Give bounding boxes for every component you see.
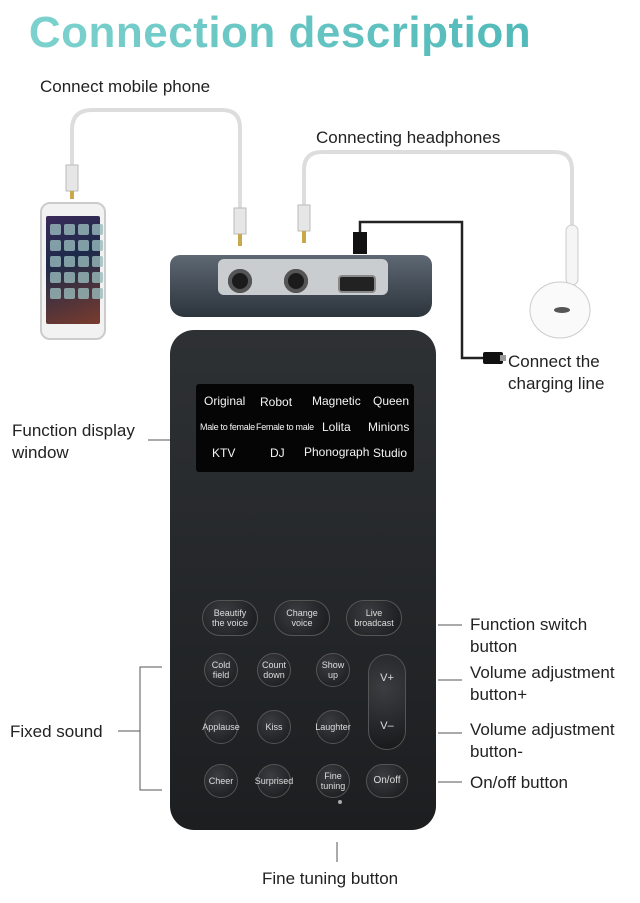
- volume-up-button[interactable]: V+: [369, 673, 405, 683]
- mobile-phone-image: [40, 202, 106, 340]
- surprised-button[interactable]: Surprised: [257, 764, 291, 798]
- headphone-jack: [284, 269, 308, 293]
- indicator-dot: [338, 800, 342, 804]
- mode-minions: Minions: [368, 420, 409, 434]
- mode-ktv: KTV: [212, 446, 235, 460]
- volume-rocker[interactable]: V+ V–: [368, 654, 406, 750]
- label-fine-tuning: Fine tuning button: [262, 868, 398, 890]
- mode-robot: Robot: [260, 395, 292, 409]
- mode-dj: DJ: [270, 446, 285, 460]
- phone-jack: [228, 269, 252, 293]
- applause-button[interactable]: Applause: [204, 710, 238, 744]
- label-connecting-headphones: Connecting headphones: [316, 127, 500, 149]
- mode-phonograph: Phonograph: [304, 445, 369, 459]
- on-off-button[interactable]: On/off: [366, 764, 408, 798]
- mode-magnetic: Magnetic: [312, 394, 361, 408]
- laughter-button[interactable]: Laughter: [316, 710, 350, 744]
- mode-studio: Studio: [373, 446, 407, 460]
- volume-down-button[interactable]: V–: [369, 721, 405, 731]
- label-fixed-sound: Fixed sound: [10, 721, 103, 743]
- voice-changer-device: Original Robot Magnetic Queen Male to fe…: [170, 330, 436, 830]
- mode-original: Original: [204, 394, 245, 408]
- mode-male-to-female: Male to female: [200, 422, 255, 432]
- mode-lolita: Lolita: [322, 420, 351, 434]
- label-on-off: On/off button: [470, 772, 568, 794]
- mode-female-to-male: Female to male: [256, 422, 314, 432]
- device-top-ports: [170, 255, 432, 317]
- cheer-button[interactable]: Cheer: [204, 764, 238, 798]
- label-connect-mobile-phone: Connect mobile phone: [40, 76, 210, 98]
- charging-port: [338, 275, 376, 293]
- mode-queen: Queen: [373, 394, 409, 408]
- show-up-button[interactable]: Show up: [316, 653, 350, 687]
- kiss-button[interactable]: Kiss: [257, 710, 291, 744]
- function-display-window: Original Robot Magnetic Queen Male to fe…: [196, 384, 414, 472]
